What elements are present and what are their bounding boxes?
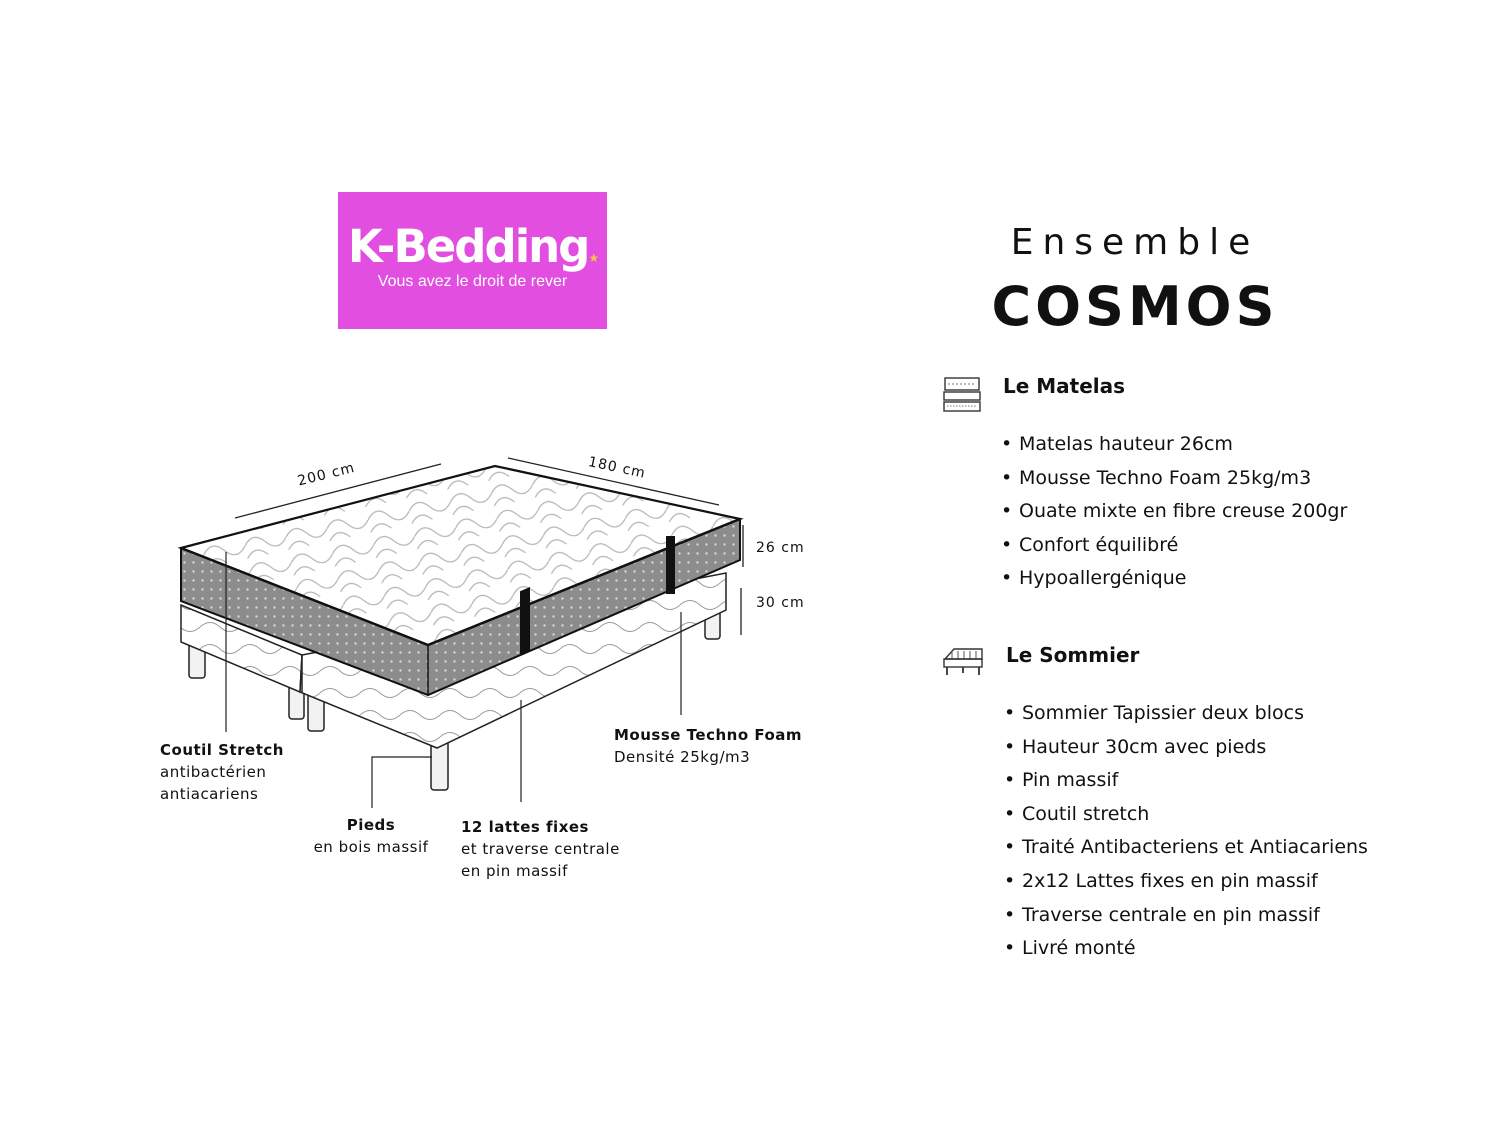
matelas-spec-list: Matelas hauteur 26cm Mousse Techno Foam … [1001, 428, 1347, 596]
list-item: Traverse centrale en pin massif [1004, 899, 1368, 933]
callout-pieds: Pieds en bois massif [308, 814, 434, 858]
callout-coutil-line1: antibactérien [160, 763, 267, 781]
star-icon: ★ [588, 251, 599, 265]
logo-tagline: Vous avez le droit de rever [377, 273, 568, 290]
handle [520, 587, 530, 656]
list-item: Ouate mixte en fibre creuse 200gr [1001, 495, 1347, 529]
list-item: Coutil stretch [1004, 798, 1368, 832]
callout-lattes-line1: et traverse centrale [461, 840, 620, 858]
logo-name: K-Bedding★ [347, 220, 599, 273]
callout-lattes-line2: en pin massif [461, 862, 568, 880]
callout-coutil-title: Coutil Stretch [160, 741, 284, 759]
callout-coutil: Coutil Stretch antibactérien antiacarien… [160, 739, 284, 805]
list-item: Confort équilibré [1001, 529, 1347, 563]
callout-coutil-line2: antiacariens [160, 785, 259, 803]
callout-lines [225, 552, 682, 808]
dimension-base-height: 30 cm [756, 595, 805, 611]
product-title-line2: COSMOS [991, 275, 1279, 338]
dimension-lines [234, 457, 744, 635]
callout-mousse-title: Mousse Techno Foam [614, 726, 803, 744]
callout-lattes-title: 12 lattes fixes [461, 818, 589, 836]
list-item: Hypoallergénique [1001, 562, 1347, 596]
list-item: Sommier Tapissier deux blocs [1004, 697, 1368, 731]
bed-illustration [177, 457, 744, 808]
product-title-line1: Ensemble [1010, 222, 1260, 263]
list-item: Livré monté [1004, 932, 1368, 966]
brand-logo: K-Bedding★ Vous avez le droit de rever [338, 192, 607, 329]
sommier-title: Le Sommier [1006, 643, 1140, 667]
callout-lattes: 12 lattes fixes et traverse centrale en … [461, 816, 620, 882]
list-item: Mousse Techno Foam 25kg/m3 [1001, 462, 1347, 496]
list-item: Traité Antibacteriens et Antiacariens [1004, 831, 1368, 865]
list-item: Hauteur 30cm avec pieds [1004, 731, 1368, 765]
list-item: Pin massif [1004, 764, 1368, 798]
mattress-icon [943, 377, 981, 412]
callout-pieds-line1: en bois massif [313, 838, 429, 856]
bed-base-icon [943, 648, 983, 675]
list-item: 2x12 Lattes fixes en pin massif [1004, 865, 1368, 899]
callout-mousse-line1: Densité 25kg/m3 [614, 748, 751, 766]
bed-base [180, 572, 727, 749]
list-item: Matelas hauteur 26cm [1001, 428, 1347, 462]
mattress [177, 464, 744, 697]
handle [666, 536, 675, 594]
dimension-mattress-height: 26 cm [756, 540, 805, 556]
matelas-title: Le Matelas [1003, 374, 1126, 398]
callout-mousse: Mousse Techno Foam Densité 25kg/m3 [614, 724, 802, 768]
callout-pieds-title: Pieds [346, 816, 396, 834]
sommier-spec-list: Sommier Tapissier deux blocs Hauteur 30c… [1004, 697, 1368, 966]
